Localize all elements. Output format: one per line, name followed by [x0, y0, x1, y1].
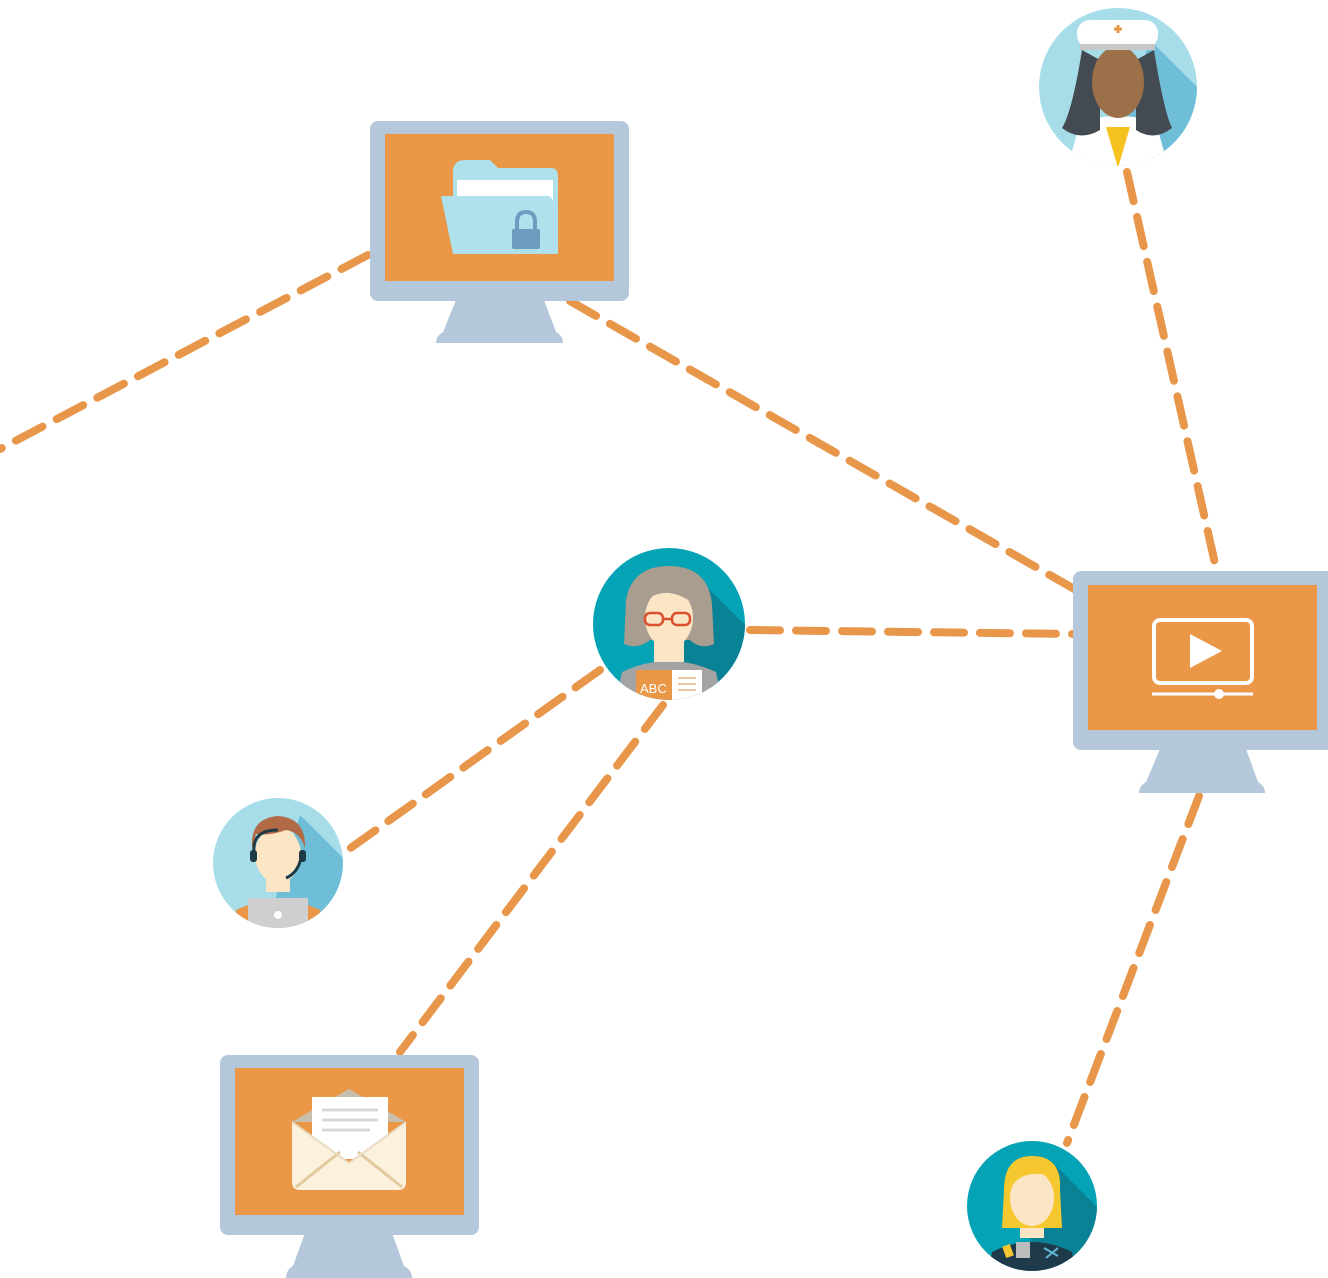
- monitor-secure-files: [370, 121, 629, 343]
- monitor-video: [1073, 571, 1328, 793]
- monitor-stand: [1139, 749, 1265, 793]
- student-avatar-icon: [967, 1141, 1097, 1271]
- connector-teacher-video: [746, 626, 1077, 638]
- nurse-avatar-icon: [1039, 8, 1197, 166]
- monitor-stand: [286, 1233, 412, 1278]
- monitor-stand: [436, 300, 563, 343]
- connector-teacher-email: [396, 701, 667, 1056]
- support-agent-avatar-icon: [213, 798, 343, 928]
- locked-folder-icon: [441, 160, 558, 254]
- connector-nurse-video: [1123, 168, 1220, 572]
- connector-video-student: [1063, 792, 1203, 1147]
- monitor-email: [220, 1055, 479, 1278]
- book-label: ABC: [640, 681, 667, 696]
- teacher-avatar-icon: ABC: [593, 548, 745, 700]
- connector-files-offscreen: [0, 251, 372, 453]
- connector-files-video: [566, 297, 1080, 594]
- connector-teacher-agent: [341, 666, 604, 856]
- envelope-icon: [291, 1089, 407, 1190]
- video-player-icon: [1152, 618, 1254, 699]
- connector-lines: [0, 168, 1220, 1147]
